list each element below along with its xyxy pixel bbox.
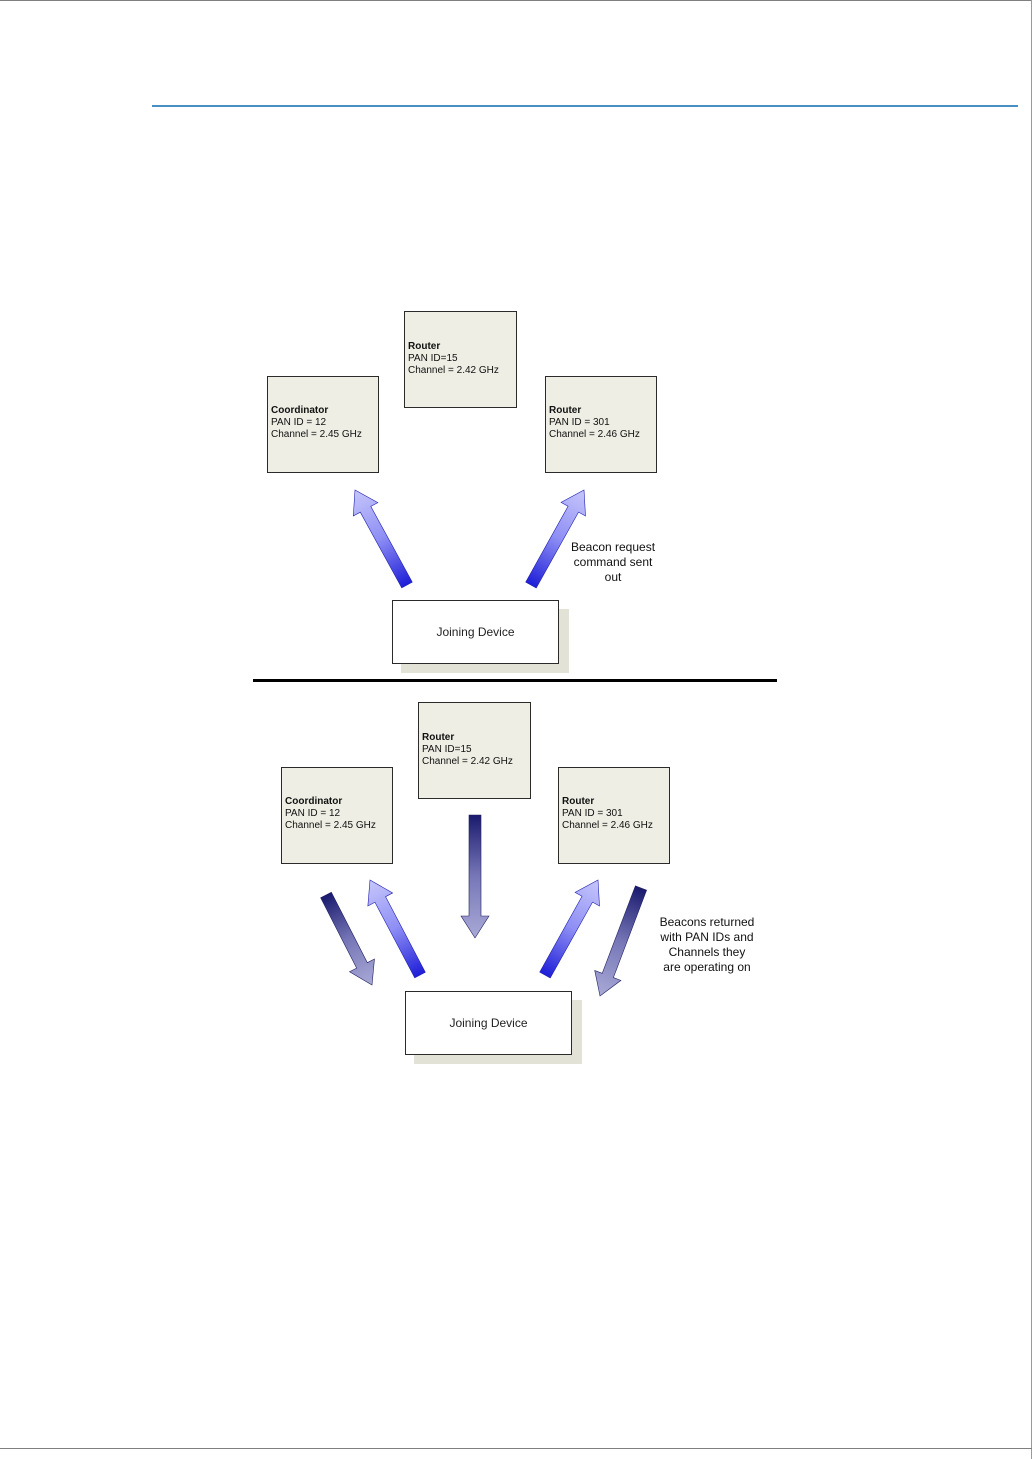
panel-divider	[253, 679, 777, 682]
annotation-line-2: with PAN IDs and	[660, 930, 754, 944]
device-label: Joining Device	[449, 1016, 528, 1030]
top-coordinator-node: Coordinator PAN ID = 12 Channel = 2.45 G…	[267, 376, 379, 473]
bottom-arrow-to-coordinator	[367, 879, 426, 979]
node-channel: Channel = 2.46 GHz	[549, 429, 640, 440]
node-role: Router	[549, 405, 582, 416]
node-pan-id: PAN ID = 301	[549, 417, 610, 428]
bottom-router-right-node: Router PAN ID = 301 Channel = 2.46 GHz	[558, 767, 670, 864]
node-pan-id: PAN ID = 12	[271, 417, 327, 428]
annotation-line-1: Beacon request	[570, 540, 656, 554]
bottom-arrow-from-router-center	[460, 814, 490, 939]
annotation-line-4: are operating on	[663, 960, 751, 974]
node-channel: Channel = 2.42 GHz	[422, 756, 513, 767]
node-pan-id: PAN ID=15	[422, 744, 472, 755]
bottom-arrow-to-router-right	[539, 879, 600, 979]
node-channel: Channel = 2.45 GHz	[271, 429, 362, 440]
bottom-arrow-from-router-right	[594, 885, 647, 997]
node-channel: Channel = 2.46 GHz	[562, 820, 653, 831]
node-channel: Channel = 2.42 GHz	[408, 365, 499, 376]
top-arrow-to-coordinator	[352, 489, 413, 589]
annotation-line-2: command sent	[573, 555, 653, 569]
top-router-right-node: Router PAN ID = 301 Channel = 2.46 GHz	[545, 376, 657, 473]
footer-rule	[0, 1448, 1032, 1449]
top-arrow-to-router-right	[525, 489, 586, 589]
bottom-coordinator-node: Coordinator PAN ID = 12 Channel = 2.45 G…	[281, 767, 393, 864]
annotation-line-3: out	[604, 570, 622, 584]
annotation-line-1: Beacons returned	[659, 915, 755, 929]
bottom-router-center-node: Router PAN ID=15 Channel = 2.42 GHz	[418, 702, 531, 799]
node-role: Router	[562, 796, 595, 807]
bottom-annotation: Beacons returned with PAN IDs and Channe…	[652, 915, 762, 975]
node-role: Router	[422, 732, 455, 743]
top-router-center-node: Router PAN ID=15 Channel = 2.42 GHz	[404, 311, 517, 408]
node-role: Coordinator	[285, 796, 343, 807]
node-pan-id: PAN ID = 301	[562, 808, 623, 819]
device-label: Joining Device	[436, 625, 515, 639]
node-role: Router	[408, 341, 441, 352]
node-channel: Channel = 2.45 GHz	[285, 820, 376, 831]
bottom-joining-device: Joining Device	[405, 991, 572, 1055]
annotation-line-3: Channels they	[668, 945, 746, 959]
page-top-border	[0, 0, 1032, 1]
node-role: Coordinator	[271, 405, 329, 416]
bottom-arrow-from-coordinator	[320, 891, 375, 986]
top-joining-device: Joining Device	[392, 600, 559, 664]
node-pan-id: PAN ID = 12	[285, 808, 341, 819]
header-rule	[152, 105, 1018, 107]
top-annotation: Beacon request command sent out	[563, 540, 663, 585]
node-pan-id: PAN ID=15	[408, 353, 458, 364]
